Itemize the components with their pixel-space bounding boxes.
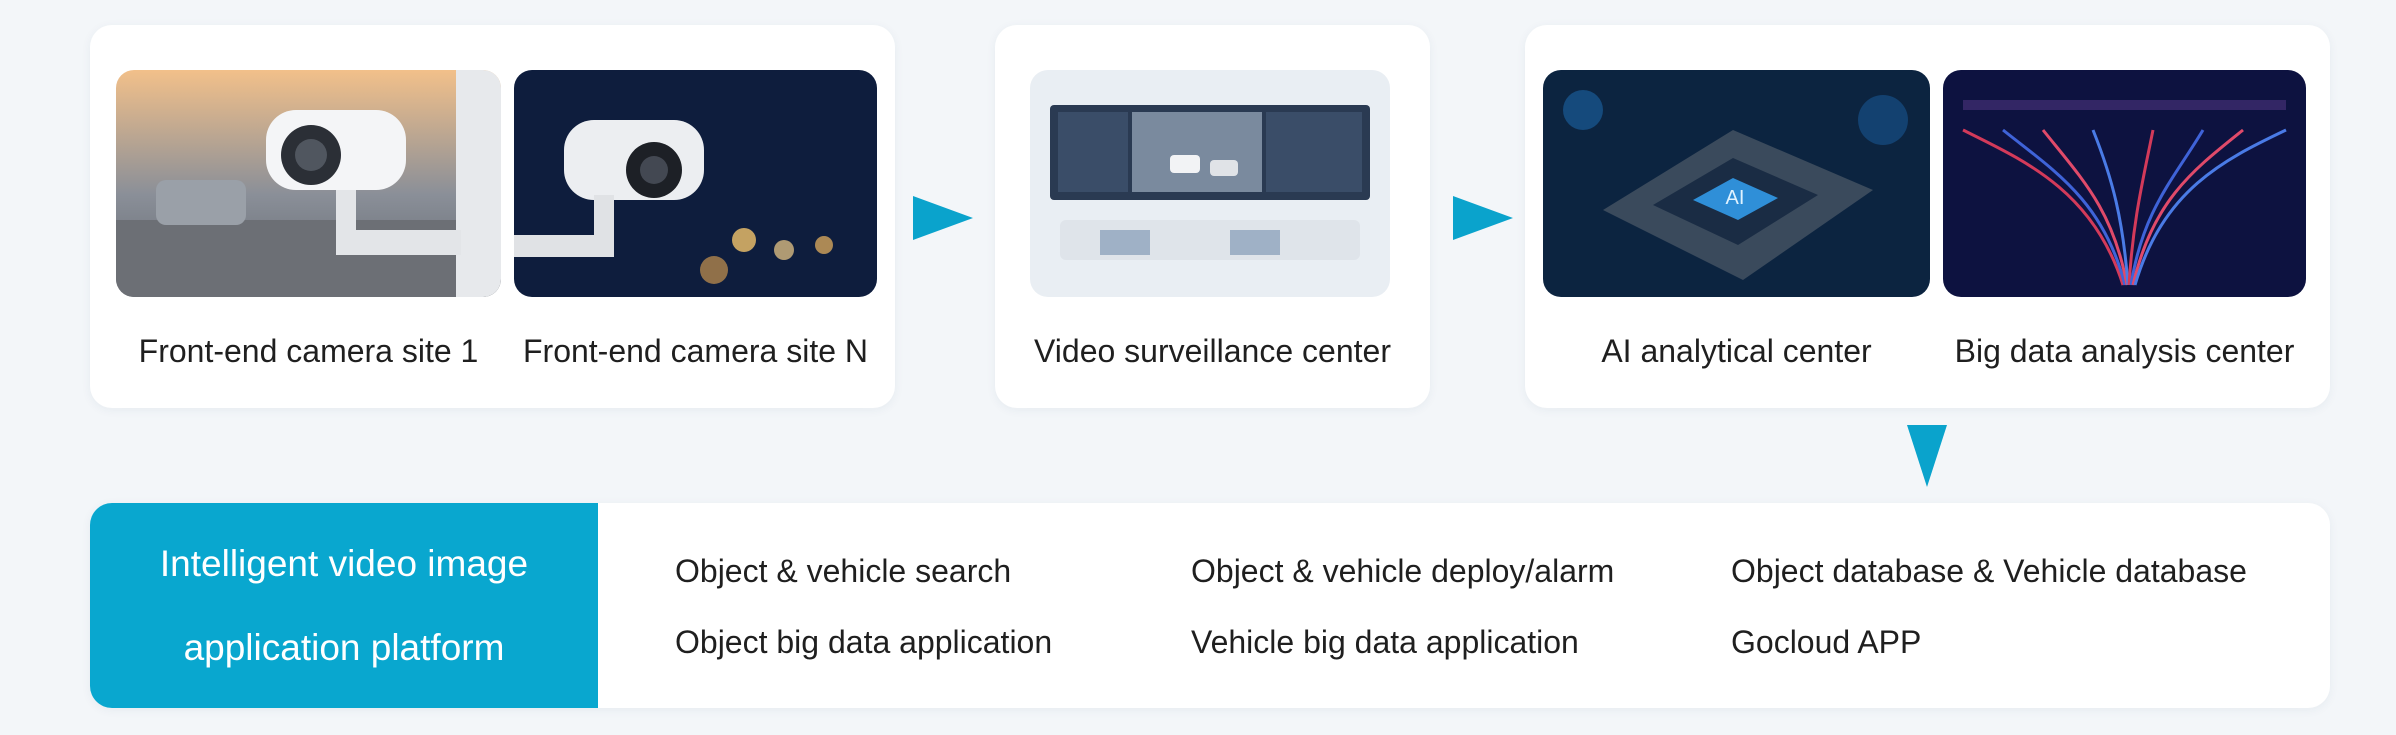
big-data-caption: Big data analysis center [1954, 333, 2295, 369]
camera-sites-card: Front-end camera site 1 Front-end camera… [90, 25, 895, 408]
camera-site-n-image [514, 70, 877, 297]
arrow-down-icon [1907, 425, 1947, 487]
big-data-image [1943, 70, 2306, 297]
arrow-right-icon [913, 196, 973, 240]
feature-object-big-data: Object big data application [675, 624, 1053, 660]
camera-site-n-caption: Front-end camera site N [522, 333, 868, 369]
camera-site-1-image [116, 70, 501, 297]
arrow-right-icon [1453, 196, 1513, 240]
platform-title-line-1: Intelligent video image [159, 542, 529, 584]
platform-panel: Intelligent video image application plat… [90, 503, 2330, 708]
analysis-card: AI AI analytical center Big data analysi… [1525, 25, 2330, 408]
platform-title: Intelligent video image application plat… [90, 503, 598, 708]
surveillance-caption: Video surveillance center [1034, 333, 1391, 369]
surveillance-card: Video surveillance center [995, 25, 1430, 408]
feature-gocloud-app: Gocloud APP [1731, 624, 1922, 660]
feature-deploy-alarm: Object & vehicle deploy/alarm [1191, 553, 1615, 589]
svg-text:AI: AI [1726, 187, 1745, 209]
ai-caption: AI analytical center [1601, 333, 1872, 369]
feature-vehicle-big-data: Vehicle big data application [1191, 624, 1579, 660]
platform-title-line-2: application platform [183, 626, 505, 668]
camera-site-1-caption: Front-end camera site 1 [138, 333, 479, 369]
ai-chip-image: AI [1543, 70, 1930, 297]
feature-databases: Object database & Vehicle database [1731, 553, 2247, 589]
surveillance-center-image [1030, 70, 1390, 297]
feature-object-vehicle-search: Object & vehicle search [675, 553, 1012, 589]
